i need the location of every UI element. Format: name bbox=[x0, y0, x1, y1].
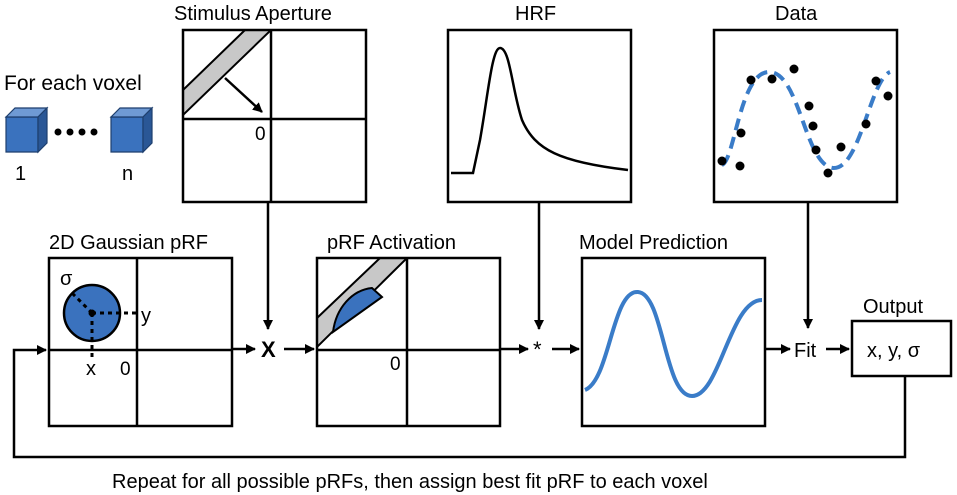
aperture-origin-label: 0 bbox=[255, 124, 266, 145]
activation-origin-label: 0 bbox=[390, 354, 401, 375]
output-box bbox=[850, 319, 953, 378]
flow-arrows bbox=[12, 202, 907, 459]
output-value: x, y, σ bbox=[867, 340, 921, 362]
hrf-title: HRF bbox=[515, 3, 556, 25]
prf-activation-panel bbox=[315, 256, 502, 428]
multiply-operator: X bbox=[261, 337, 276, 362]
for-each-voxel-label: For each voxel bbox=[4, 72, 142, 95]
convolve-operator: * bbox=[533, 337, 542, 362]
model-prediction-panel bbox=[580, 256, 767, 428]
hrf-panel bbox=[446, 28, 633, 204]
output-title: Output bbox=[863, 296, 923, 318]
voxel-first-icon bbox=[4, 106, 49, 154]
data-title: Data bbox=[775, 3, 818, 25]
voxel-last-label: n bbox=[122, 163, 133, 185]
voxel-dots-icon bbox=[54, 128, 98, 136]
stimulus-aperture-title: Stimulus Aperture bbox=[174, 3, 332, 25]
sigma-label: σ bbox=[60, 268, 73, 290]
stimulus-aperture-panel bbox=[181, 28, 368, 204]
fit-operator: Fit bbox=[794, 340, 817, 362]
model-prediction-title: Model Prediction bbox=[579, 232, 728, 254]
voxel-first-label: 1 bbox=[15, 163, 26, 185]
gaussian-prf-panel bbox=[47, 256, 234, 428]
prf-activation-title: pRF Activation bbox=[327, 232, 456, 254]
data-panel bbox=[712, 28, 899, 204]
y-param-label: y bbox=[141, 305, 151, 327]
voxel-last-icon bbox=[109, 106, 154, 154]
gaussian-origin-label: 0 bbox=[120, 359, 131, 380]
x-param-label: x bbox=[86, 358, 96, 380]
footer-caption: Repeat for all possible pRFs, then assig… bbox=[112, 471, 708, 493]
gaussian-prf-title: 2D Gaussian pRF bbox=[49, 232, 208, 254]
